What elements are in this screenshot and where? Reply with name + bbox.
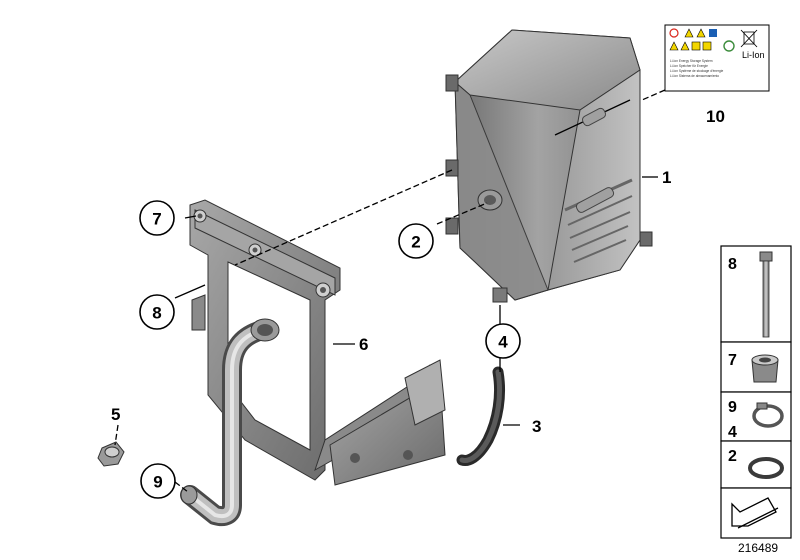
label-line: Li-Ion Sistema de almacenamiento	[670, 74, 719, 78]
panel-number-9: 9	[728, 399, 737, 416]
panel-number-7: 7	[728, 352, 737, 369]
o-ring-icon	[748, 457, 784, 479]
callout-7-label: 7	[152, 210, 161, 229]
crossed-bin-icon	[740, 29, 758, 48]
part-number-6: 6	[359, 335, 368, 354]
warning-label: Li-Ion Li-Ion Energy Storage System Li-I…	[664, 24, 770, 92]
panel-row-2	[720, 440, 792, 489]
glove-icon	[702, 41, 712, 51]
warning-triangle-icon	[696, 28, 706, 38]
diagram-id: 216489	[738, 541, 778, 555]
hose	[456, 366, 506, 466]
panel-number-4: 4	[728, 424, 737, 441]
grommet-icon	[751, 354, 779, 383]
callout-8: 8	[139, 294, 175, 330]
manual-icon	[709, 29, 717, 37]
callout-4: 4	[485, 323, 521, 359]
part-number-3: 3	[532, 417, 541, 436]
warning-sign-icon	[691, 41, 701, 51]
battery-unit	[445, 29, 653, 303]
recycle-icon	[723, 40, 735, 52]
hose-clamp-icon	[752, 402, 784, 428]
warning-triangle-icon	[680, 41, 690, 51]
bolt-icon	[759, 251, 773, 338]
part-number-10: 10	[706, 107, 725, 126]
callout-7: 7	[139, 200, 175, 236]
label-line: Li-Ion Système de stockage d'énergie	[670, 69, 723, 73]
panel-number-2: 2	[728, 448, 737, 465]
callout-4-label: 4	[498, 333, 508, 352]
parts-panel: 8 7 9 4 2	[720, 245, 792, 539]
label-line: Li-Ion Energy Storage System	[670, 59, 713, 63]
part-number-1: 1	[662, 168, 671, 187]
prohibition-icon	[669, 28, 679, 38]
grommet-part-5	[97, 441, 125, 467]
callout-2: 2	[398, 223, 434, 259]
panel-number-8: 8	[728, 256, 737, 273]
battery-type-label: Li-Ion	[742, 50, 765, 60]
pipe-assembly	[180, 318, 280, 527]
label-line: Li-Ion Speicher für Energie	[670, 64, 708, 68]
callout-9-label: 9	[153, 473, 162, 492]
leader-lines	[114, 89, 666, 493]
callout-2-label: 2	[411, 233, 420, 252]
part-number-5: 5	[111, 405, 120, 424]
direction-arrow-icon	[731, 497, 779, 529]
callout-9: 9	[140, 463, 176, 499]
warning-triangle-icon	[669, 41, 679, 51]
panel-row-8	[720, 245, 792, 343]
warning-triangle-icon	[684, 28, 694, 38]
callout-8-label: 8	[152, 304, 161, 323]
